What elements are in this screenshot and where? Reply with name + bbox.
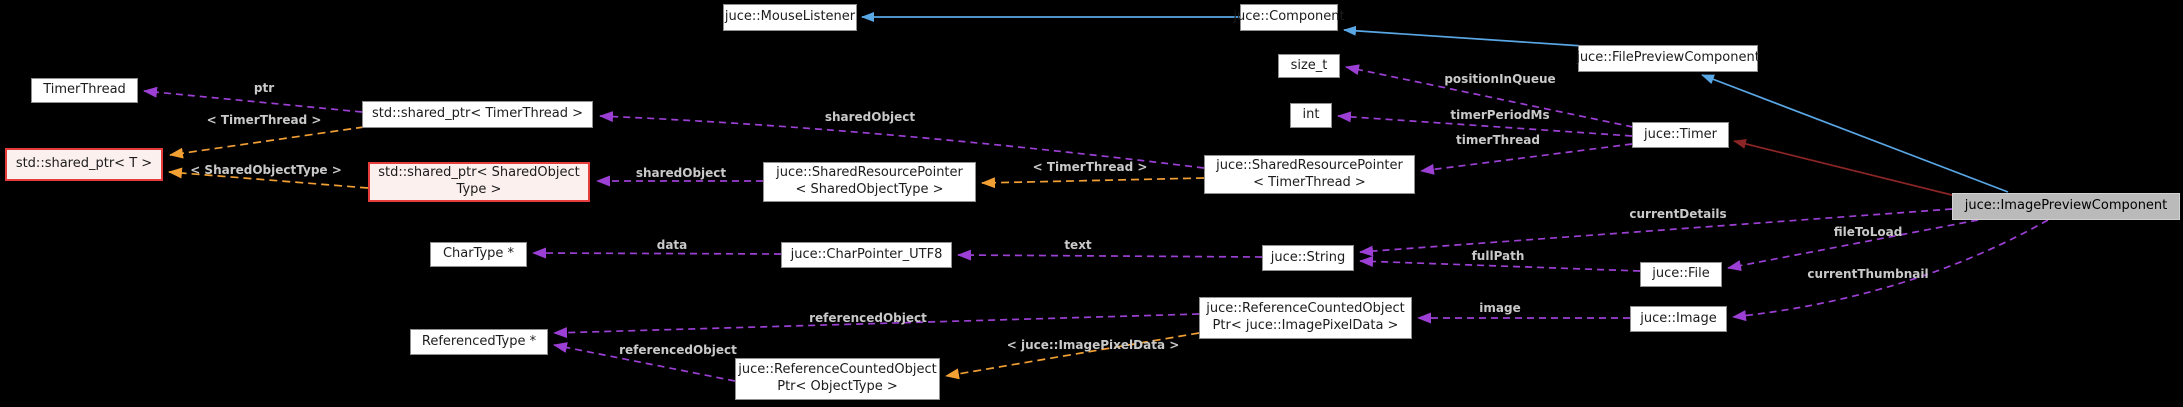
edge-label-position-in-queue: positionInQueue bbox=[1444, 72, 1556, 86]
edge-ptr bbox=[143, 86, 363, 113]
edge-tmpl-shared-object-type bbox=[168, 167, 369, 189]
edge-label-text: text bbox=[1064, 238, 1092, 252]
node-label-line: juce::SharedResourcePointer bbox=[1216, 157, 1403, 173]
edge-imagepreview-to-timer bbox=[1733, 139, 1957, 197]
node-image-preview-component: juce::ImagePreviewComponent bbox=[1952, 193, 2180, 220]
edge-label-shared-object-2: sharedObject bbox=[635, 166, 727, 180]
node-component[interactable]: juce::Component bbox=[1233, 4, 1345, 31]
edge-current-thumbnail bbox=[1732, 219, 2049, 322]
node-string[interactable]: juce::String bbox=[1262, 245, 1354, 271]
node-size-t[interactable]: size_t bbox=[1278, 54, 1340, 78]
node-label-line: juce::Image bbox=[1640, 310, 1717, 326]
edge-shared-object-1 bbox=[599, 111, 1205, 169]
node-shared-ptr-t[interactable]: std::shared_ptr< T > bbox=[5, 148, 163, 181]
edge-file-to-load bbox=[1727, 219, 1979, 271]
node-label-line: juce::Component bbox=[1233, 9, 1345, 25]
node-label-line: juce::Timer bbox=[1644, 126, 1717, 142]
node-label-line: juce::CharPointer_UTF8 bbox=[790, 246, 943, 262]
node-label-line: juce::SharedResourcePointer bbox=[776, 165, 963, 181]
node-label-line: juce::File bbox=[1652, 266, 1710, 282]
node-referenced-type[interactable]: ReferencedType * bbox=[410, 329, 548, 355]
edge-label-tmpl-timer-thread-left: < TimerThread > bbox=[206, 113, 322, 127]
node-timer[interactable]: juce::Timer bbox=[1632, 122, 1729, 148]
edge-label-data: data bbox=[656, 238, 688, 252]
node-label-line: Type > bbox=[456, 182, 502, 197]
edge-label-timer-period-ms: timerPeriodMs bbox=[1450, 108, 1550, 122]
edge-timer-period-ms bbox=[1337, 111, 1633, 137]
node-label-line: TimerThread bbox=[43, 82, 126, 98]
node-label-line: size_t bbox=[1290, 57, 1328, 73]
edge-tmpl-image-pixel-data bbox=[945, 332, 1200, 380]
edge-label-full-path: fullPath bbox=[1471, 249, 1525, 263]
edge-tmpl-timer-thread-right bbox=[981, 177, 1205, 189]
edge-tmpl-timer-thread-left bbox=[169, 126, 365, 159]
edge-position-in-queue bbox=[1345, 64, 1634, 128]
edge-label-ptr: ptr bbox=[253, 81, 275, 95]
edge-imagepreview-to-filepreview bbox=[1701, 74, 2009, 193]
node-label-line: ReferencedType * bbox=[421, 333, 537, 349]
node-label-line: std::shared_ptr< TimerThread > bbox=[371, 106, 584, 122]
edge-label-file-to-load: fileToLoad bbox=[1833, 225, 1903, 239]
edge-current-details bbox=[1359, 208, 1953, 257]
node-file[interactable]: juce::File bbox=[1640, 262, 1722, 287]
node-label-line: juce::String bbox=[1270, 249, 1346, 265]
edge-label-current-thumbnail: currentThumbnail bbox=[1807, 267, 1929, 281]
node-char-type[interactable]: CharType * bbox=[430, 242, 527, 267]
node-shared-resource-pointer-timer-thread[interactable]: juce::SharedResourcePointer< TimerThread… bbox=[1204, 155, 1415, 194]
edge-label-current-details: currentDetails bbox=[1629, 207, 1727, 221]
node-label-line: std::shared_ptr< SharedObject bbox=[378, 165, 580, 181]
node-label-line: juce::ReferenceCountedObject bbox=[738, 362, 937, 378]
node-label-line: < SharedObjectType > bbox=[795, 182, 944, 197]
edge-filepreview-to-component bbox=[1343, 25, 1584, 47]
edge-timer-thread-edge bbox=[1420, 143, 1633, 175]
edge-label-timer-thread-edge: timerThread bbox=[1456, 133, 1540, 147]
node-shared-resource-pointer-shared-object-type[interactable]: juce::SharedResourcePointer< SharedObjec… bbox=[763, 162, 976, 202]
node-label-line: juce::FilePreviewComponent bbox=[1576, 50, 1760, 66]
node-file-preview-component[interactable]: juce::FilePreviewComponent bbox=[1576, 45, 1760, 72]
edge-label-image-edge: image bbox=[1479, 301, 1521, 315]
edge-data bbox=[532, 247, 782, 259]
node-mouse-listener[interactable]: juce::MouseListener bbox=[723, 4, 857, 31]
edge-label-referenced-object-1: referencedObject bbox=[809, 311, 927, 325]
edge-referenced-object-2 bbox=[553, 342, 736, 382]
node-label-line: juce::ReferenceCountedObject bbox=[1206, 301, 1405, 317]
node-label-line: std::shared_ptr< T > bbox=[15, 156, 153, 172]
node-char-pointer-utf8[interactable]: juce::CharPointer_UTF8 bbox=[781, 242, 952, 268]
node-label-line: int bbox=[1302, 107, 1320, 123]
node-label-line: CharType * bbox=[442, 246, 515, 262]
node-int[interactable]: int bbox=[1290, 103, 1332, 128]
node-shared-ptr-timer-thread[interactable]: std::shared_ptr< TimerThread > bbox=[362, 101, 593, 128]
edge-label-tmpl-timer-thread-right: < TimerThread > bbox=[1032, 160, 1148, 174]
node-label-line: juce::ImagePreviewComponent bbox=[1964, 198, 2168, 214]
node-timer-thread[interactable]: TimerThread bbox=[31, 78, 138, 103]
node-label-line: Ptr< juce::ImagePixelData > bbox=[1212, 318, 1399, 333]
edge-label-referenced-object-2: referencedObject bbox=[619, 343, 737, 357]
edge-text bbox=[957, 249, 1263, 261]
node-label-line: < TimerThread > bbox=[1253, 174, 1366, 190]
edge-label-shared-object-1: sharedObject bbox=[824, 110, 916, 124]
node-label-line: Ptr< ObjectType > bbox=[777, 379, 898, 394]
node-image[interactable]: juce::Image bbox=[1630, 306, 1727, 332]
edge-label-tmpl-image-pixel-data: < juce::ImagePixelData > bbox=[1006, 338, 1180, 352]
edge-full-path bbox=[1359, 255, 1641, 272]
node-label-line: juce::MouseListener bbox=[724, 9, 856, 25]
edge-label-tmpl-shared-object-type: < SharedObjectType > bbox=[190, 163, 342, 177]
